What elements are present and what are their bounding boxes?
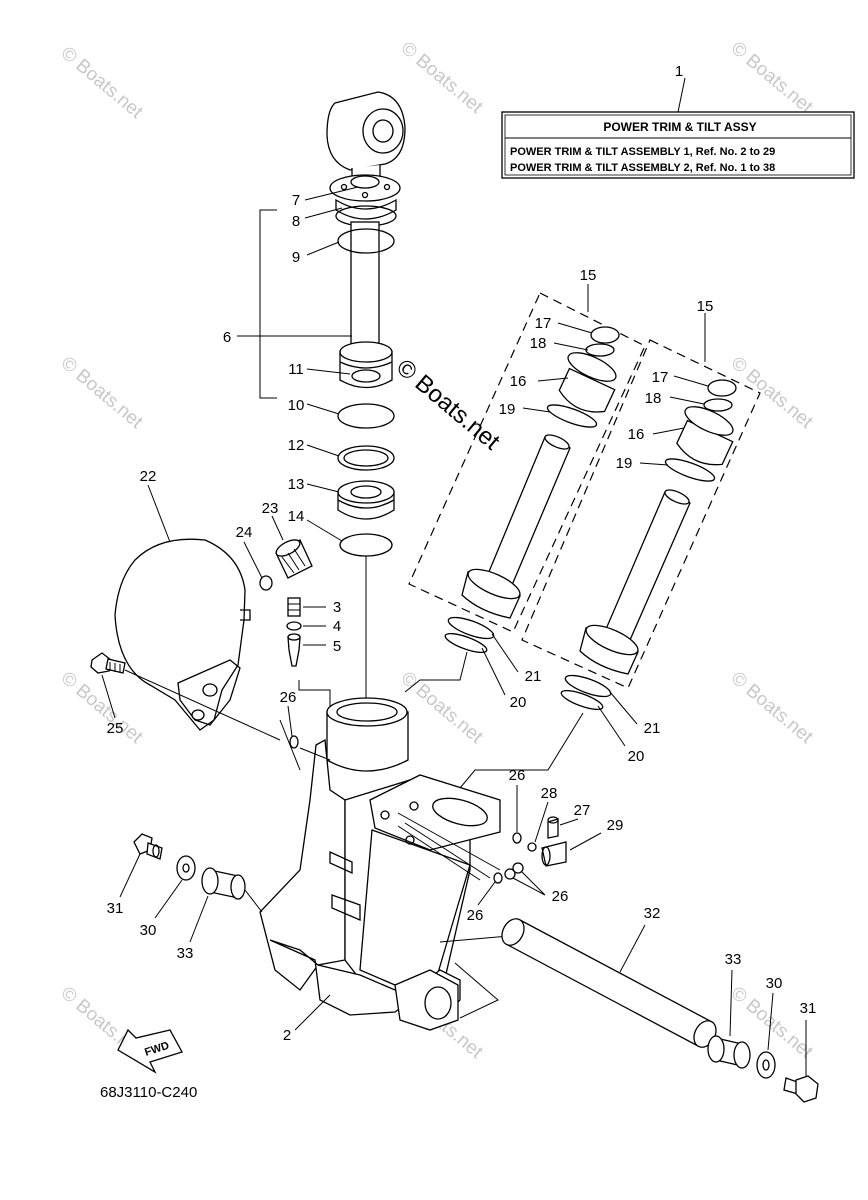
title-box-line1: POWER TRIM & TILT ASSEMBLY 1, Ref. No. 2…	[510, 146, 775, 158]
callout-19: 19	[616, 455, 633, 472]
callout-28: 28	[541, 785, 558, 802]
callout-20: 20	[510, 694, 527, 711]
callout-12: 12	[288, 437, 305, 454]
tilt-cylinder-kits	[408, 292, 761, 711]
watermark-center: © Boats.net	[391, 354, 505, 456]
callout-16: 16	[510, 373, 527, 390]
callout-18: 18	[530, 335, 547, 352]
callout-26: 26	[552, 888, 569, 905]
watermark: © Boats.net	[57, 668, 147, 749]
callout-9: 9	[292, 249, 300, 266]
callout-24: 24	[236, 524, 253, 541]
callout-8: 8	[292, 213, 300, 230]
callout-3: 3	[333, 599, 341, 616]
callout-29: 29	[607, 817, 624, 834]
callout-10: 10	[288, 397, 305, 414]
small-parts-top-left	[259, 539, 313, 591]
callout-13: 13	[288, 476, 305, 493]
callout-23: 23	[262, 500, 279, 517]
callout-30: 30	[766, 975, 783, 992]
callout-26: 26	[467, 907, 484, 924]
bracket-cover	[114, 538, 251, 731]
callout-11: 11	[288, 361, 304, 378]
callout-4: 4	[333, 618, 341, 635]
callout-21: 21	[525, 668, 542, 685]
callout-25: 25	[107, 720, 124, 737]
watermark: © Boats.net	[57, 353, 147, 434]
callout-27: 27	[574, 802, 591, 819]
fwd-arrow: FWD	[117, 1028, 183, 1074]
callout-30: 30	[140, 922, 157, 939]
watermark: © Boats.net	[727, 353, 817, 434]
callout-31: 31	[107, 900, 124, 917]
callout-18: 18	[645, 390, 662, 407]
leader-lines	[101, 186, 807, 1076]
callout-33: 33	[725, 951, 742, 968]
callout-2: 2	[283, 1027, 291, 1044]
main-body	[259, 651, 584, 1031]
callout-7: 7	[292, 192, 300, 209]
callout-32: 32	[644, 905, 661, 922]
hardware-left	[133, 833, 263, 913]
callout-19: 19	[499, 401, 516, 418]
bolt-25	[90, 652, 331, 761]
kit-outline-1	[408, 292, 646, 633]
callout-17: 17	[535, 315, 552, 332]
shaft-32	[501, 918, 819, 1103]
tilt-rod-assembly	[259, 91, 406, 712]
watermark: © Boats.net	[727, 668, 817, 749]
callout-22: 22	[140, 468, 157, 485]
watermark: © Boats.net	[727, 38, 817, 119]
title-box: 1 POWER TRIM & TILT ASSY POWER TRIM & TI…	[501, 63, 855, 179]
valve-parts	[286, 597, 302, 667]
callout-labels: 7 8 9 6 11 10 12 13 14 15 17 18 16 19 15…	[107, 192, 817, 1044]
rod-eye	[326, 91, 406, 189]
small-orings	[289, 735, 567, 884]
callout-26: 26	[280, 689, 297, 706]
watermark: © Boats.net	[397, 38, 487, 119]
kit-outline-2	[521, 339, 761, 689]
title-box-title: POWER TRIM & TILT ASSY	[603, 120, 756, 134]
callout-33: 33	[177, 945, 194, 962]
callout-21: 21	[644, 720, 661, 737]
watermark: © Boats.net	[57, 43, 147, 124]
callout-1: 1	[675, 63, 683, 80]
callout-16: 16	[628, 426, 645, 443]
callout-17: 17	[652, 369, 669, 386]
callout-14: 14	[288, 508, 305, 525]
callout-31: 31	[800, 1000, 817, 1017]
callout-15: 15	[580, 267, 597, 284]
callout-5: 5	[333, 638, 341, 655]
callout-15: 15	[697, 298, 714, 315]
title-box-line2: POWER TRIM & TILT ASSEMBLY 2, Ref. No. 1…	[510, 162, 775, 174]
callout-26: 26	[509, 767, 526, 784]
callout-6: 6	[223, 329, 231, 346]
diagram-code: 68J3110-C240	[100, 1084, 197, 1101]
callout-20: 20	[628, 748, 645, 765]
